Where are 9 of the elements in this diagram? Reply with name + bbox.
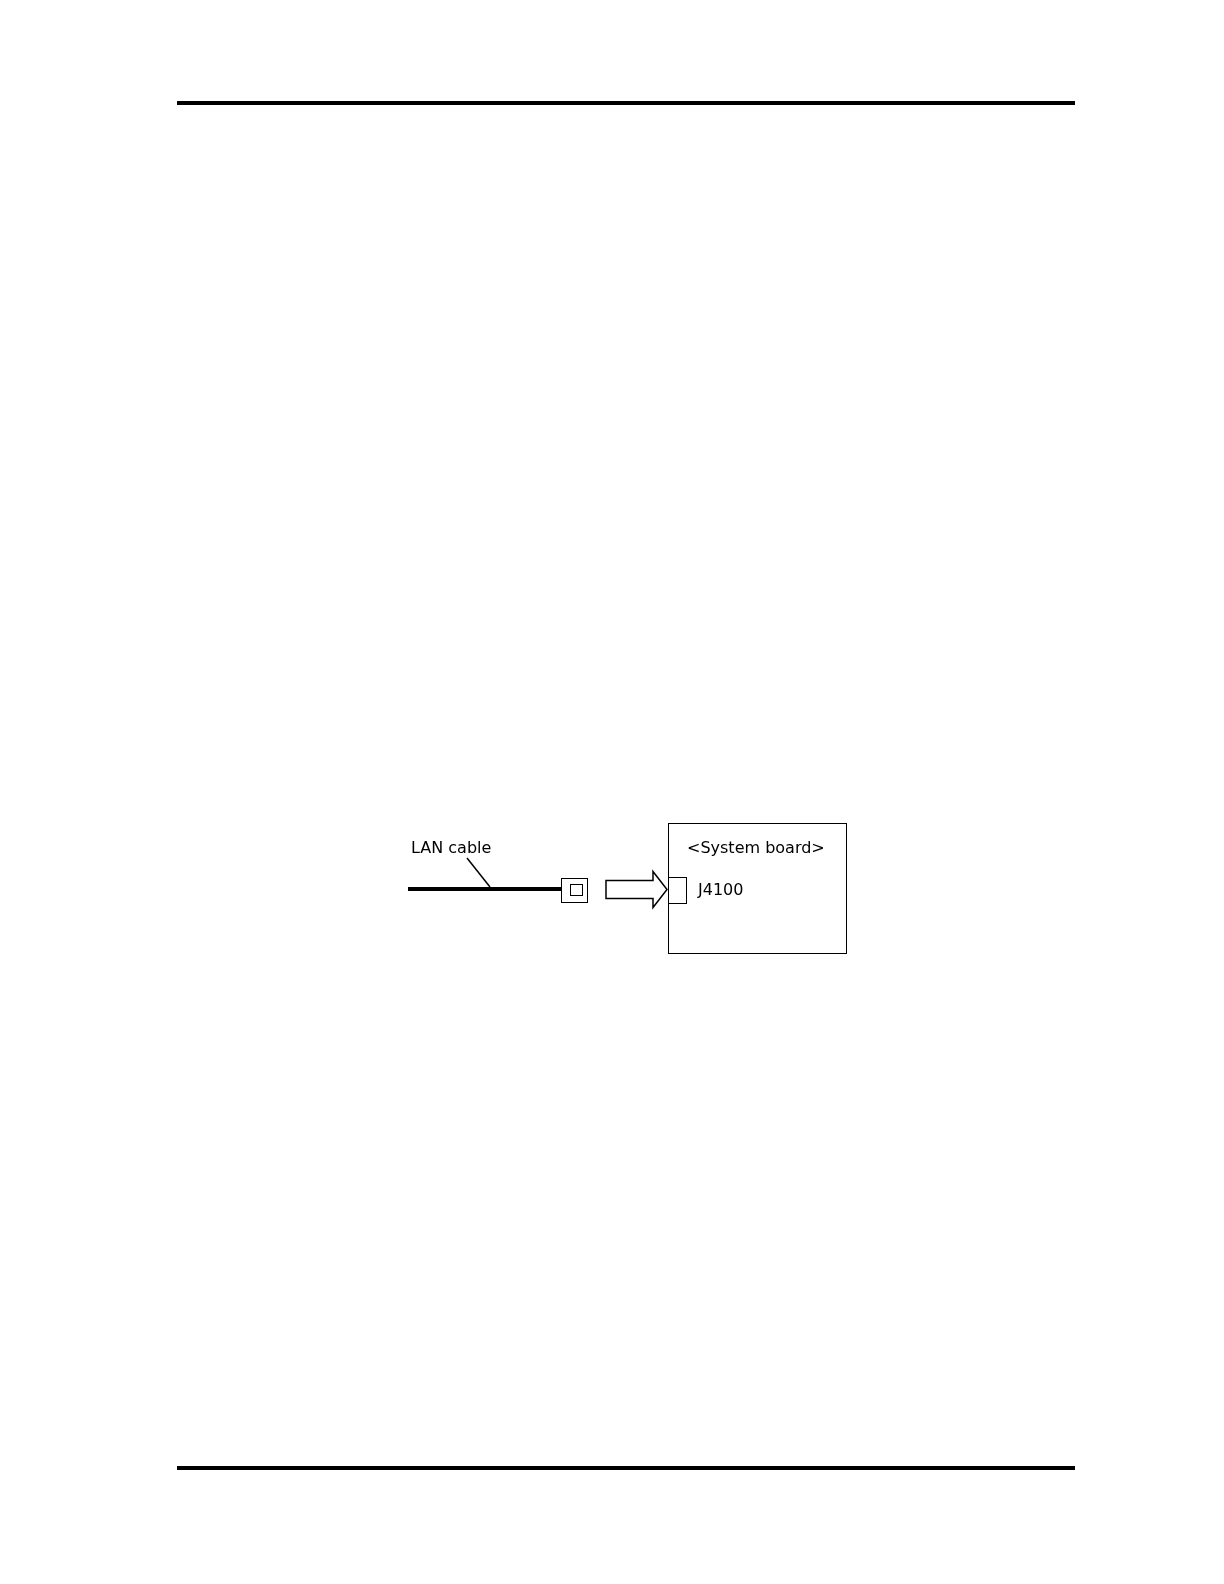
cable-drawing: [408, 887, 562, 891]
plug-drawing: [561, 878, 588, 903]
part-label: LAN cable: [411, 838, 492, 857]
connector-label: J4100: [698, 880, 744, 899]
block-arrow: [605, 869, 668, 910]
board-outline: [668, 823, 847, 954]
connector-outline: [668, 877, 687, 904]
leader-line: [466, 857, 491, 888]
board-title: <System board>: [687, 838, 825, 857]
